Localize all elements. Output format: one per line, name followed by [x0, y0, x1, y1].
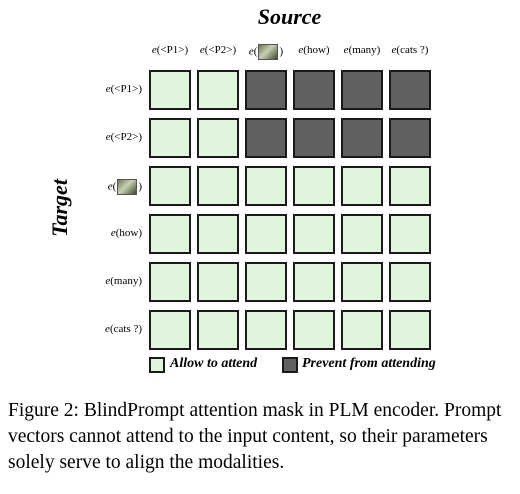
token-prefix: e	[391, 44, 397, 56]
token-text: (cats ?)	[109, 323, 142, 335]
mask-cell-prevent	[389, 118, 431, 158]
column-label: e()	[236, 44, 296, 60]
token-prefix: e	[105, 131, 111, 143]
mask-cell-prevent	[293, 118, 335, 158]
legend-allow-swatch	[149, 357, 165, 373]
token-text: (<P2>)	[204, 44, 237, 56]
mask-cell-allow	[149, 118, 191, 158]
source-axis-title: Source	[257, 4, 322, 29]
token-text: (<P1>)	[156, 44, 189, 56]
mask-cell-allow	[245, 214, 287, 254]
mask-cell-allow	[197, 214, 239, 254]
mask-cell-allow	[197, 310, 239, 350]
legend-prevent-swatch	[282, 357, 298, 373]
column-label: e(<P1>)	[140, 44, 200, 56]
token-text: (many)	[348, 44, 381, 56]
mask-cell-allow	[293, 166, 335, 206]
mask-cell-allow	[149, 166, 191, 206]
mask-cell-allow	[197, 166, 239, 206]
row-label: e(<P2>)	[70, 131, 142, 143]
mask-cell-allow	[293, 214, 335, 254]
legend-prevent-label: Prevent from attending	[302, 356, 436, 371]
token-prefix: e	[343, 44, 349, 56]
row-label: e(many)	[70, 275, 142, 287]
token-text: (how)	[303, 44, 330, 56]
mask-cell-prevent	[341, 118, 383, 158]
token-prefix: e	[105, 83, 111, 95]
mask-cell-allow	[149, 262, 191, 302]
mask-cell-allow	[341, 214, 383, 254]
column-label: e(many)	[332, 44, 392, 56]
mask-cell-prevent	[245, 70, 287, 110]
mask-cell-allow	[245, 262, 287, 302]
token-text: )	[279, 45, 284, 58]
legend-allow-label: Allow to attend	[170, 356, 258, 371]
mask-cell-allow	[197, 262, 239, 302]
mask-cell-allow	[149, 214, 191, 254]
mask-cell-allow	[245, 310, 287, 350]
token-text: )	[138, 180, 142, 193]
token-prefix: e	[110, 227, 116, 239]
mask-cell-allow	[341, 310, 383, 350]
mask-cell-allow	[197, 70, 239, 110]
token-text: (many)	[110, 275, 142, 287]
mask-cell-allow	[389, 262, 431, 302]
mask-cell-allow	[293, 262, 335, 302]
mask-cell-allow	[149, 310, 191, 350]
row-label: e()	[70, 179, 142, 195]
token-text: (<P2>)	[110, 131, 142, 143]
token-prefix: e	[199, 44, 205, 56]
token-prefix: e	[107, 180, 113, 193]
cat-image-thumbnail	[117, 179, 138, 195]
mask-cell-allow	[293, 310, 335, 350]
mask-cell-allow	[245, 166, 287, 206]
mask-cell-prevent	[389, 70, 431, 110]
mask-cell-prevent	[341, 70, 383, 110]
cat-image-thumbnail	[258, 44, 279, 60]
column-label: e(cats ?)	[380, 44, 440, 56]
row-label: e(<P1>)	[70, 83, 142, 95]
mask-cell-allow	[149, 70, 191, 110]
figure-caption: Figure 2: BlindPrompt attention mask in …	[8, 400, 502, 473]
mask-cell-allow	[341, 166, 383, 206]
token-prefix: e	[298, 44, 304, 56]
token-prefix: e	[105, 323, 110, 335]
column-label: e(how)	[284, 44, 344, 56]
token-text: (<P1>)	[110, 83, 142, 95]
row-label: e(cats ?)	[70, 323, 142, 335]
mask-cell-allow	[389, 310, 431, 350]
mask-cell-allow	[389, 214, 431, 254]
mask-cell-allow	[197, 118, 239, 158]
mask-cell-prevent	[245, 118, 287, 158]
row-label: e(how)	[70, 227, 142, 239]
token-prefix: e	[105, 275, 111, 287]
token-prefix: e	[248, 45, 254, 58]
column-label: e(<P2>)	[188, 44, 248, 56]
token-text: (cats ?)	[396, 44, 429, 56]
token-prefix: e	[151, 44, 157, 56]
mask-cell-prevent	[293, 70, 335, 110]
mask-cell-allow	[341, 262, 383, 302]
mask-cell-allow	[389, 166, 431, 206]
token-text: (how)	[115, 227, 142, 239]
